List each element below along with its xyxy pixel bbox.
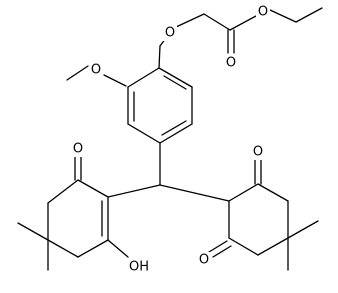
right-top-ketone-oxygen-label: O [253, 145, 263, 160]
carbonyl-oxygen-label: O [226, 56, 236, 71]
atom-labels: O O O O O OH O O [71, 4, 270, 275]
bond-ring-omethoxy [103, 74, 127, 87]
left-bond-c2-c3 [47, 179, 79, 204]
methoxy-oxygen-label: O [91, 63, 101, 78]
left-bond-c5-c6 [77, 239, 109, 258]
bond-carbonylc-oester [229, 15, 257, 31]
left-ring [17, 156, 129, 271]
ether-oxygen-label: O [165, 26, 175, 41]
bond-oether-ch2 [175, 13, 205, 28]
right-bond-c1-c2 [228, 183, 259, 202]
right-bottom-ketone-b [212, 245, 232, 258]
right-ring [208, 159, 319, 271]
right-bottom-ketone-oxygen-label: O [199, 253, 209, 268]
left-bond-c4-c5 [47, 239, 79, 258]
ring-inner-2 [161, 120, 187, 136]
right-bond-c5-c6 [228, 237, 259, 256]
ring-bond-3 [159, 123, 193, 144]
hydroxyl-label: OH [129, 260, 149, 275]
ester-chain [159, 7, 323, 54]
bond-ring-oether-top [158, 45, 161, 69]
ring-bond-1 [158, 67, 193, 88]
ring-inner-1 [163, 75, 187, 90]
right-bond-c4-c5 [257, 237, 289, 256]
bond-ch-leftring [107, 184, 161, 198]
left-methyl-a [17, 222, 49, 241]
bond-ch2-carbonylc [203, 13, 231, 31]
central-methine [107, 142, 230, 202]
right-methyl-a [287, 220, 319, 239]
bond-ch-rightring [159, 184, 230, 202]
left-ketone-oxygen-label: O [73, 142, 83, 157]
benzene-ring [127, 45, 193, 144]
bond-oester-ch2 [269, 9, 297, 23]
right-bottom-ketone-a [208, 240, 228, 253]
left-bond-c1-c2 [77, 179, 109, 198]
methoxy-group [66, 65, 127, 87]
ester-oxygen-label: O [258, 5, 268, 20]
bond-omethoxy-ch3 [66, 65, 89, 81]
bond-ethyl [295, 7, 323, 23]
ring-bond-6 [127, 67, 160, 88]
left-hydroxyl-bond [107, 239, 129, 258]
right-bond-c2-c3 [257, 183, 289, 202]
ring-bond-4 [127, 123, 161, 144]
